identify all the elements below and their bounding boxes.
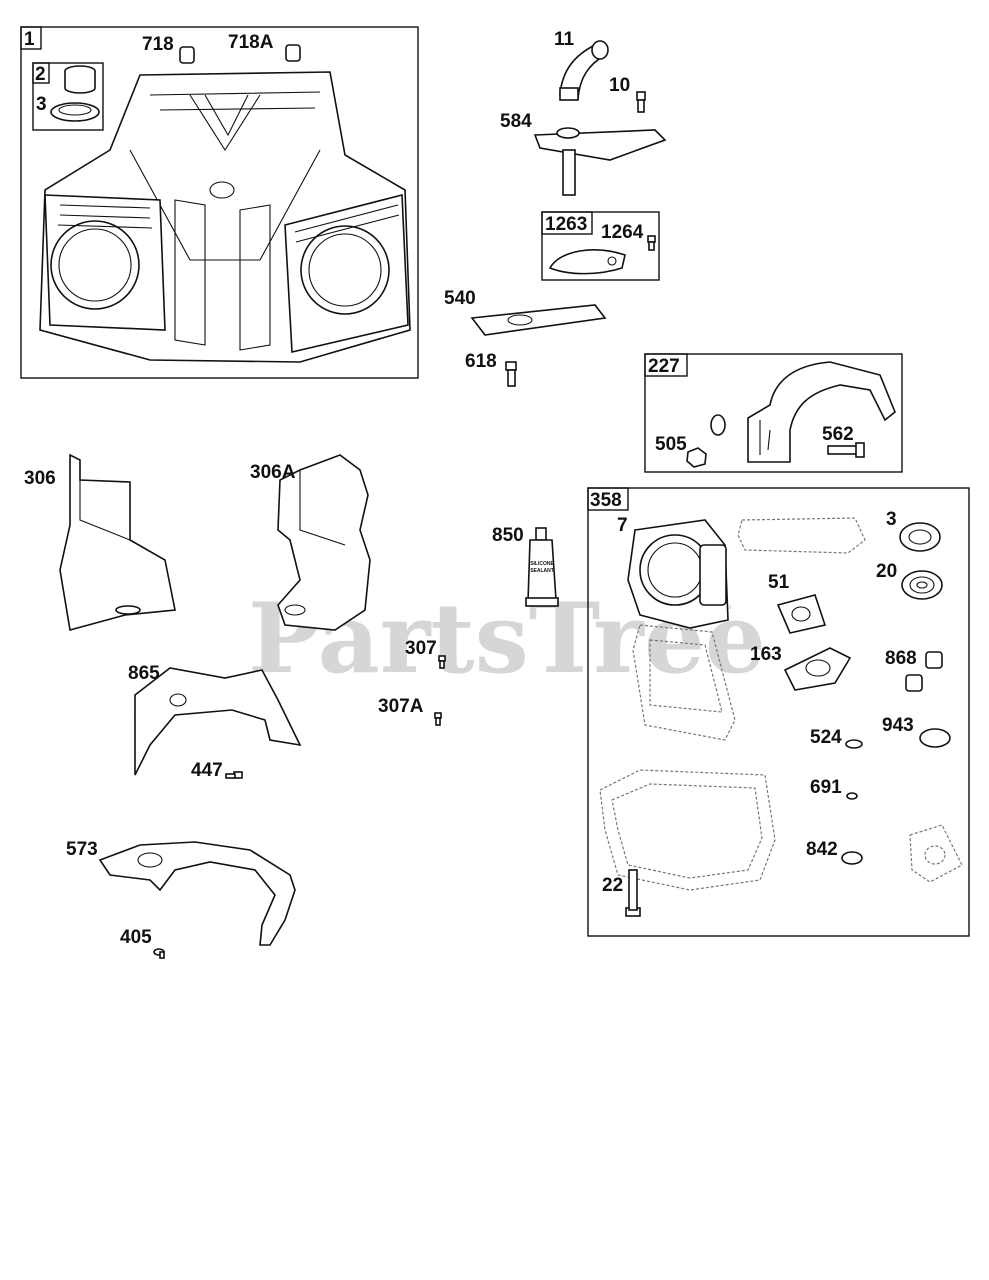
- callout-22: 22: [602, 875, 623, 896]
- group-1263-label: 1263: [545, 214, 587, 235]
- cylinder-shroud-306a: [277, 454, 371, 631]
- callout-20: 20: [876, 561, 897, 582]
- callout-718a: 718A: [228, 32, 274, 53]
- blower-base-573: [98, 841, 296, 946]
- screw-10: [636, 91, 646, 113]
- bushing-part: [64, 65, 96, 94]
- group-2-label: 2: [35, 64, 46, 85]
- group-358-tag: [587, 487, 629, 511]
- gasket-540: [470, 304, 607, 336]
- group-227-frame: [644, 353, 903, 473]
- silicone-sealant-tube: SILICONE SEALANT: [525, 527, 559, 607]
- callout-306a: 306A: [250, 462, 296, 483]
- screw-307: [438, 655, 446, 669]
- breather-elbow: [559, 40, 609, 101]
- callout-447: 447: [191, 760, 223, 781]
- screw-447: [225, 771, 243, 779]
- callout-865: 865: [128, 663, 160, 684]
- group-1263-tag: [541, 211, 593, 235]
- reed-valve: [548, 249, 626, 275]
- cylinder-shroud-306: [59, 453, 176, 632]
- group-2-tag: [32, 62, 50, 84]
- exhaust-gasket-163: [783, 647, 852, 691]
- o-ring-524: [845, 739, 863, 749]
- group-358-frame: [587, 487, 970, 937]
- nut-505: [686, 447, 707, 468]
- callout-3-oil-seal: 3: [886, 509, 897, 530]
- group-227-tag: [644, 353, 688, 377]
- callout-405: 405: [120, 927, 152, 948]
- group-358-label: 358: [590, 490, 622, 511]
- callout-943: 943: [882, 715, 914, 736]
- callout-1264: 1264: [601, 222, 644, 243]
- oil-seal-3: [899, 522, 941, 552]
- intake-gasket-51: [776, 594, 827, 634]
- group-2-frame: [32, 62, 104, 131]
- breather-plate: [533, 127, 667, 196]
- bolt-22: [625, 869, 641, 917]
- group-1-tag: [20, 26, 42, 50]
- head-gasket: [627, 519, 729, 629]
- callout-691: 691: [810, 777, 842, 798]
- small-gasket-dashed: [909, 824, 963, 883]
- callout-3-seal: 3: [36, 94, 47, 115]
- screw-307a: [434, 712, 442, 726]
- group-227-label: 227: [648, 356, 680, 377]
- baffle-865: [134, 667, 302, 776]
- callout-842: 842: [806, 839, 838, 860]
- o-ring-842: [841, 851, 863, 865]
- valve-cover-gasket-top: [737, 517, 866, 554]
- callout-524: 524: [810, 727, 842, 748]
- callout-505: 505: [655, 434, 687, 455]
- callout-51: 51: [768, 572, 790, 593]
- callout-163: 163: [750, 644, 782, 665]
- plug-868: [905, 651, 943, 692]
- callout-584: 584: [500, 111, 532, 132]
- o-ring-691: [846, 792, 858, 800]
- callout-540: 540: [444, 288, 476, 309]
- callout-850: 850: [492, 525, 524, 546]
- group-1263-frame: [541, 211, 660, 281]
- callout-11: 11: [554, 29, 575, 50]
- cylinder-gasket-dashed: [632, 624, 736, 741]
- crankcase-block: [39, 71, 411, 363]
- screw-1264: [647, 235, 656, 251]
- callout-618: 618: [465, 351, 497, 372]
- callout-7: 7: [617, 515, 628, 536]
- callout-306: 306: [24, 468, 56, 489]
- screw-405: [153, 948, 165, 959]
- dowel-pin-718: [179, 46, 195, 64]
- screw-618: [505, 361, 517, 387]
- oil-seal-20: [901, 570, 943, 600]
- callout-718: 718: [142, 34, 174, 55]
- callout-573: 573: [66, 839, 98, 860]
- group-1-label: 1: [24, 29, 35, 50]
- tube-text-line-2: SEALANT: [530, 568, 554, 574]
- callout-307: 307: [405, 638, 437, 659]
- washer-part: [710, 414, 726, 436]
- callout-868: 868: [885, 648, 917, 669]
- callout-307a: 307A: [378, 696, 424, 717]
- crankcase-gasket-dashed: [599, 769, 776, 891]
- screw-562: [827, 442, 865, 458]
- group-1-frame: [20, 26, 419, 379]
- dowel-pin-718a: [285, 44, 301, 62]
- callout-562: 562: [822, 424, 854, 445]
- tube-text-line-1: SILICONE: [530, 561, 554, 567]
- governor-lever-bracket: [747, 361, 896, 463]
- callout-10: 10: [609, 75, 630, 96]
- seal-part-small: [50, 102, 100, 122]
- o-ring-943: [919, 728, 951, 748]
